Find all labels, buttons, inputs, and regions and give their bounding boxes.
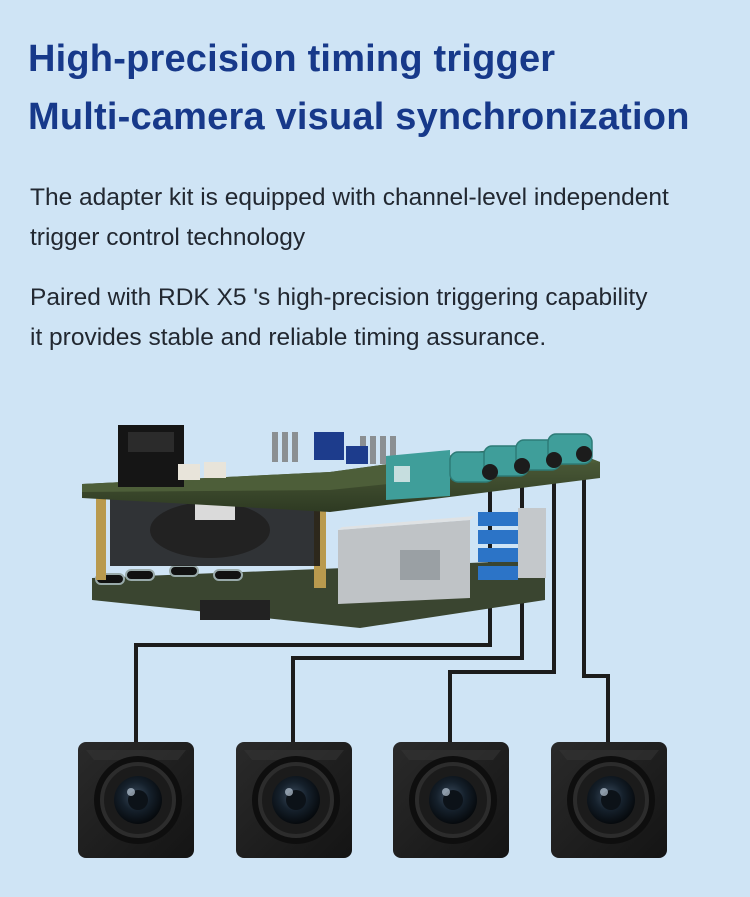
cable-3 [448,460,556,748]
camera-module-icon [393,742,509,858]
description-paragraph-1: The adapter kit is equipped with channel… [30,178,669,258]
paragraph-1-line-2: trigger control technology [30,224,306,251]
board-connector [200,600,270,620]
sma-connector-block [386,433,593,500]
cable-4 [582,455,610,748]
paragraph-1-line-1: The adapter kit is equipped with channel… [30,184,669,211]
camera-module-icon [78,742,194,858]
title-line-2: Multi-camera visual synchronization [28,96,690,138]
usb-ports [478,508,546,580]
ethernet-port [338,516,475,604]
description-paragraph-2: Paired with RDK X5 's high-precision tri… [30,278,647,358]
dc-jack [118,425,184,487]
blue-component [314,432,344,460]
title-line-1: High-precision timing trigger [28,38,556,80]
camera-module-icon [236,742,352,858]
paragraph-2-line-2: it provides stable and reliable timing a… [30,324,547,351]
product-illustration [78,425,667,858]
stacked-board-icon [82,425,600,628]
page-title: High-precision timing trigger Multi-came… [28,30,690,146]
paragraph-2-line-1: Paired with RDK X5 's high-precision tri… [30,284,648,311]
camera-module-icon [551,742,667,858]
